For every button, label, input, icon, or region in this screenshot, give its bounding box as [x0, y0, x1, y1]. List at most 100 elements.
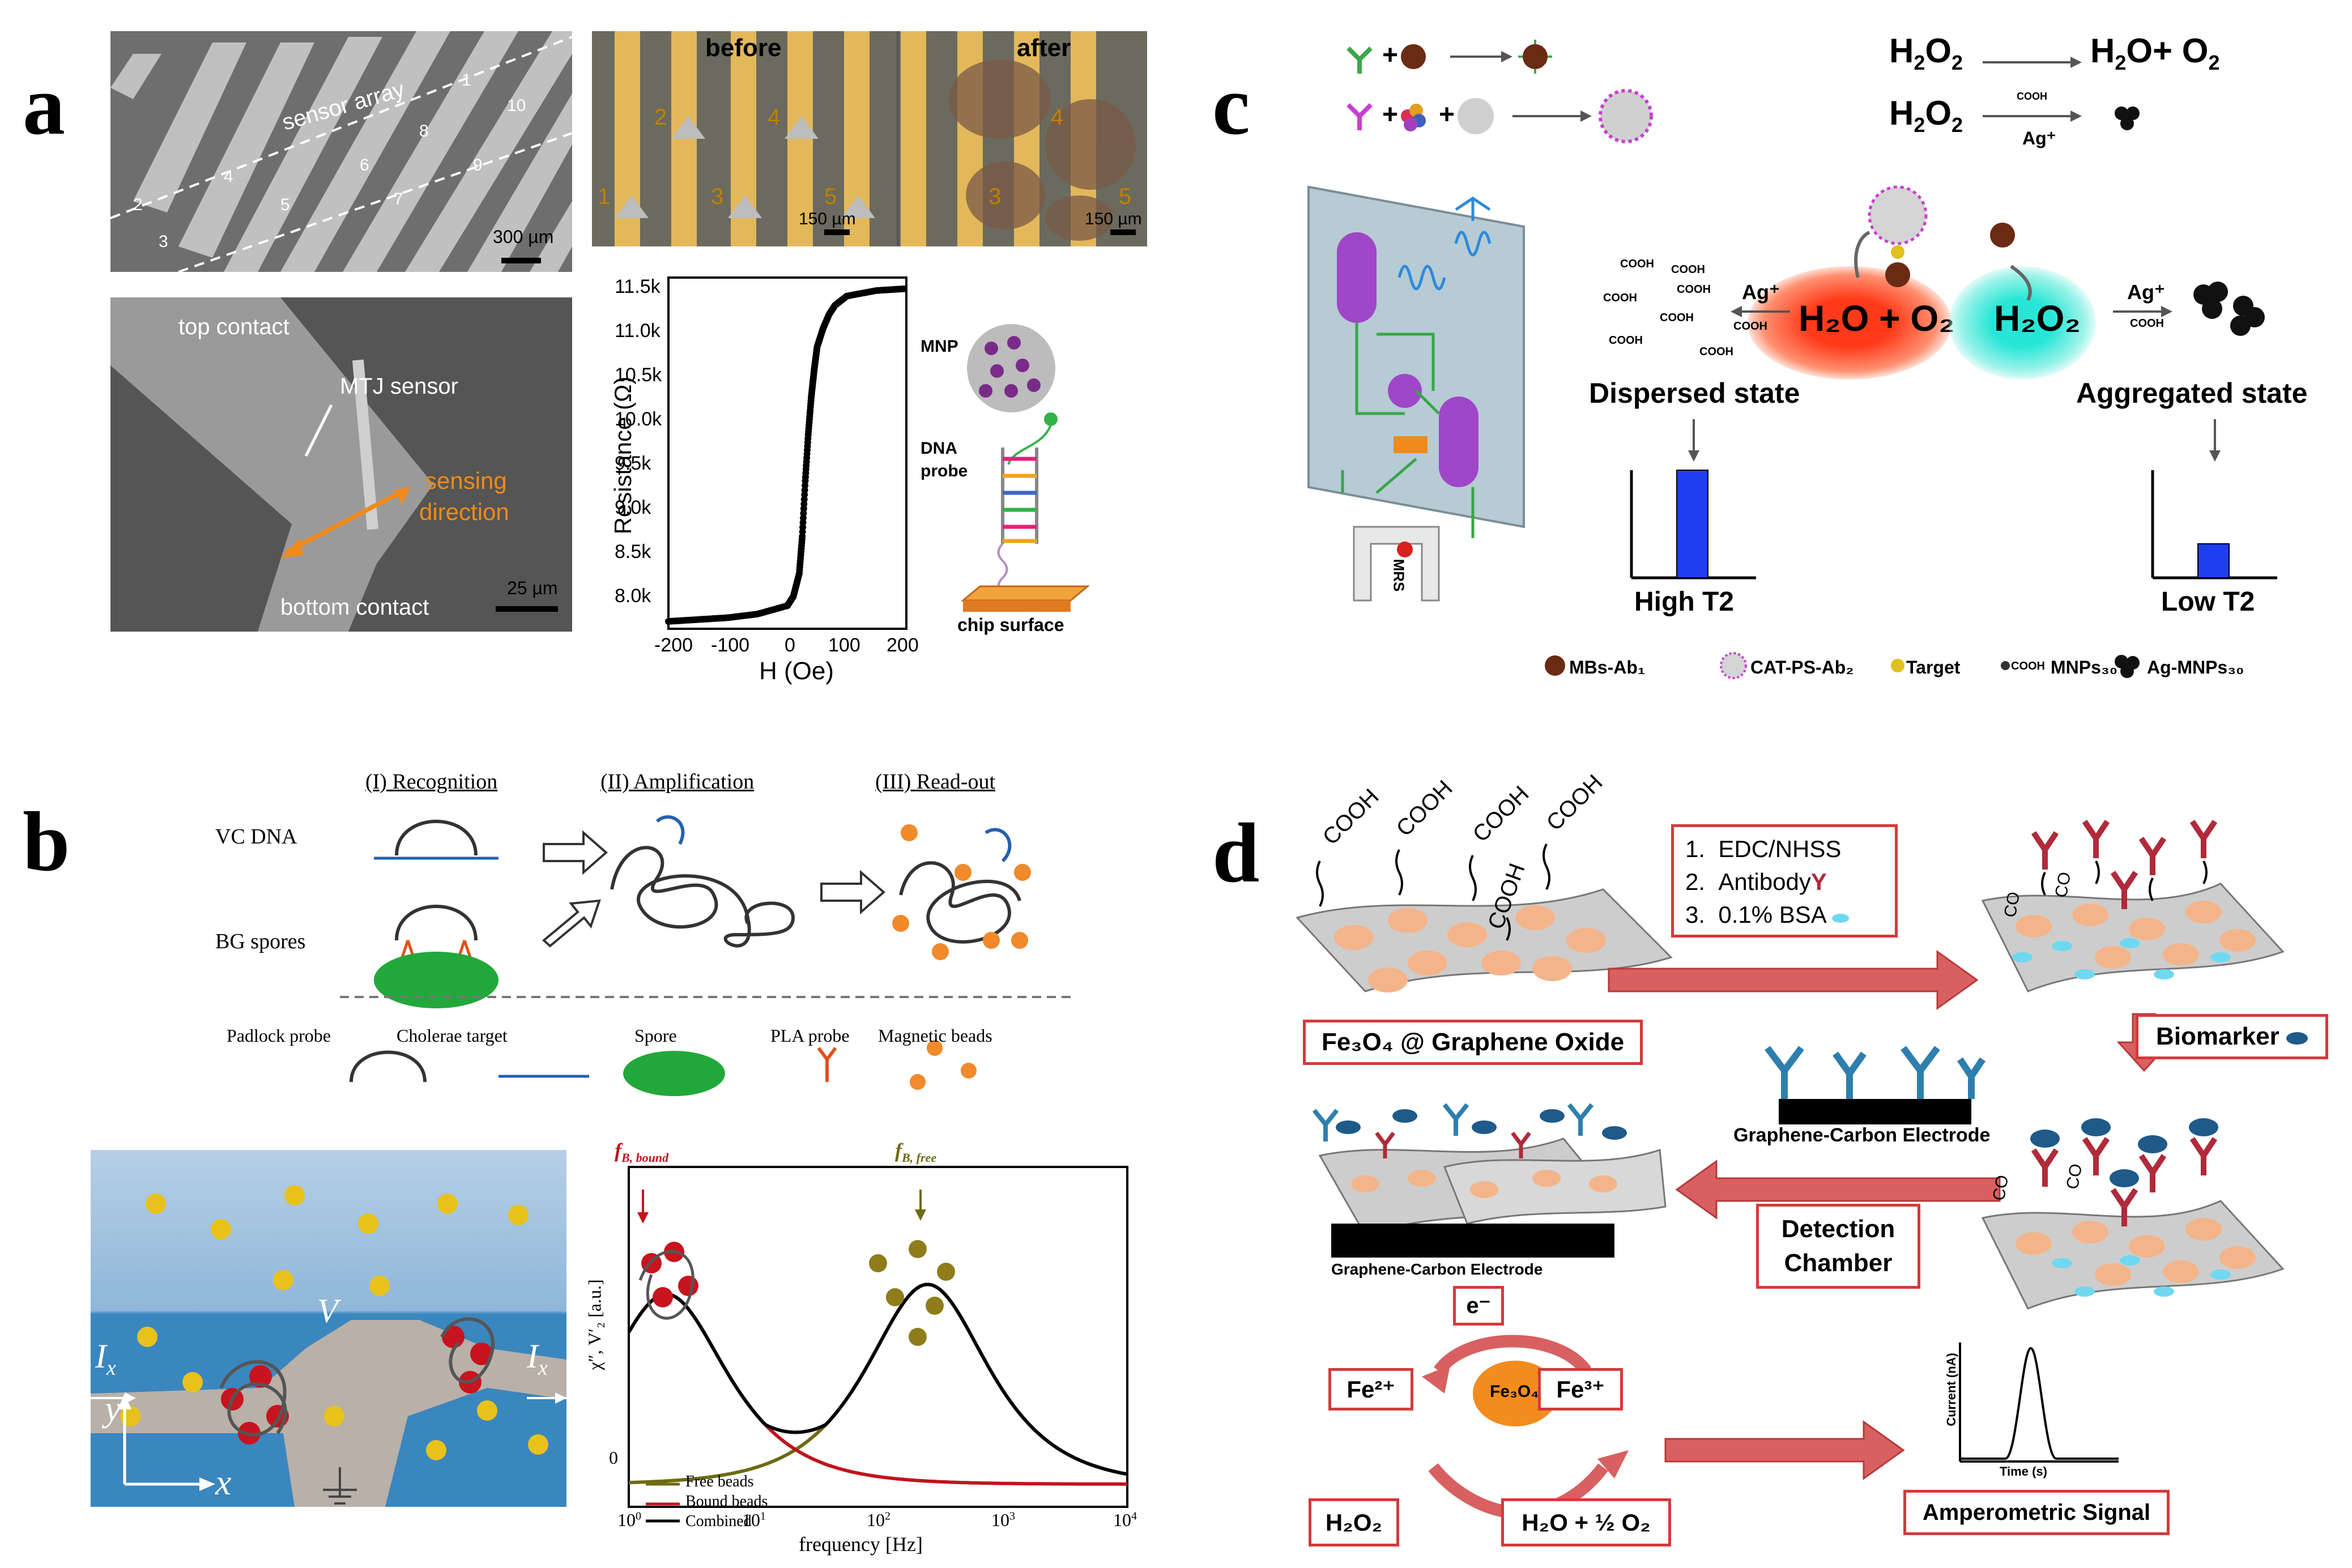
detection-assembly-svg [1312, 1103, 1667, 1258]
step-2: 2. AntibodyY [1685, 868, 1827, 895]
y-tick: 8.0k [615, 585, 651, 607]
y-tick: 11.5k [615, 276, 661, 297]
step-3: 3. 0.1% BSA [1685, 898, 1884, 931]
high-t2-bar [1676, 470, 1708, 578]
electrode-stripes-svg [615, 31, 1136, 246]
cooh-label: COOH [1733, 320, 1767, 333]
electrode-label-bottom: Graphene-Carbon Electrode [1331, 1260, 1543, 1278]
cooh-label: COOH [2017, 91, 2047, 102]
electrode-number: 1 [598, 184, 611, 209]
sem-sensor-array-image: sensor array 2 3 4 5 6 7 8 9 10 1 300 µm [110, 31, 572, 272]
x-tick: 103 [991, 1510, 1015, 1530]
equation-products: H2O+ O2 [2090, 32, 2220, 74]
low-t2-label: Low T2 [2161, 587, 2255, 617]
plus-sign: + [1439, 100, 1455, 130]
combined-curve [627, 1282, 1128, 1476]
fb-free-label: fB, free [895, 1139, 937, 1165]
top-contact-label: top contact [178, 314, 289, 339]
electrode-number: 3 [988, 184, 1002, 209]
legend-cholerae-target: Cholerae target [397, 1025, 508, 1046]
bottom-contact-label: bottom contact [280, 595, 429, 620]
cooh-label: COOH [2130, 317, 2164, 330]
mnp-label: MNP [921, 337, 958, 356]
legend-ag-mnps30: Ag-MNPs₃₀ [2147, 657, 2244, 678]
h2o-o2-box: H₂O + ½ O₂ [1501, 1498, 1671, 1546]
legend-target: Target [1906, 657, 1961, 678]
biomarker-label-box: Biomarker [2136, 1014, 2328, 1059]
x-axis-arrow-label: x [215, 1462, 232, 1502]
step-header-recognition: (I) Recognition [365, 770, 498, 794]
y-tick: 8.5k [615, 541, 651, 563]
x-tick: 0 [785, 634, 795, 656]
panel-label-a: a [23, 58, 65, 152]
t2-bar-charts [1630, 419, 2277, 580]
sem-number: 3 [159, 232, 168, 251]
equation-arrow [1983, 57, 2082, 68]
x-tick: 100 [617, 1510, 641, 1530]
sensor-stripes-svg [110, 31, 572, 272]
row-label-bg-spores: BG spores [215, 930, 306, 953]
scale-bar-label: 150 µm [1085, 210, 1142, 228]
fe3-box: Fe³⁺ [1538, 1368, 1623, 1411]
sem-mtj-sensor-image: top contact MTJ sensor sensing direction… [110, 297, 572, 632]
legend-spore: Spore [634, 1025, 677, 1046]
fe3o4-go-label-box: Fe₃O₄ @ Graphene Oxide [1303, 1020, 1643, 1065]
ag-label: Ag⁺ [2022, 128, 2056, 148]
arrow-right [2113, 306, 2172, 317]
y-tick: 10.5k [615, 364, 662, 386]
sem-number: 1 [462, 71, 471, 90]
scale-bar-label: 150 µm [799, 210, 856, 228]
electron-box: e⁻ [1453, 1286, 1504, 1326]
sem-number: 7 [394, 190, 403, 208]
electrode-label-top: Graphene-Carbon Electrode [1733, 1124, 1991, 1146]
fe3o4-core-label: Fe₃O₄ [1490, 1382, 1539, 1401]
cooh-label: COOH [1677, 283, 1711, 296]
biomarker-icon [2286, 1032, 2308, 1045]
legend-icons [1545, 652, 2140, 679]
x-axis-label: H (Oe) [759, 657, 834, 685]
legend-cat-ps-ab2: CAT-PS-Ab₂ [1750, 657, 1854, 678]
legend-free-beads: Free beads [685, 1473, 754, 1490]
row-label-vc-dna: VC DNA [215, 825, 297, 849]
x-axis-label: frequency [Hz] [799, 1533, 923, 1556]
electrode-number: 5 [824, 184, 837, 209]
legend-padlock-probe: Padlock probe [227, 1025, 331, 1046]
low-t2-bar [2197, 543, 2230, 578]
plus-sign: + [1382, 100, 1399, 130]
cooh-label: COOH [1603, 292, 1637, 304]
conjugation-scheme-svg [1347, 40, 1653, 143]
cooh-label: COOH [1699, 346, 1733, 358]
sensor-svg [91, 1185, 566, 1507]
sem-number: 4 [224, 167, 233, 186]
mnp-dna-schematic [960, 324, 1090, 612]
x-tick: 100 [828, 634, 860, 656]
legend-bound-beads: Bound beads [685, 1493, 768, 1510]
sem-number: 5 [280, 195, 290, 214]
frequency-curves [627, 1282, 1128, 1486]
electrode-number: 2 [654, 105, 667, 130]
before-label: before [705, 34, 782, 62]
cooh-label: COOH [1609, 334, 1643, 347]
bsa-icon [1832, 914, 1850, 923]
ag-label: Ag⁺ [1742, 280, 1780, 304]
cooh-label: COOH [1671, 263, 1705, 276]
sem-number: 6 [360, 156, 369, 174]
probe-label: probe [921, 462, 968, 480]
y-axis-arrow-label: y [105, 1388, 121, 1429]
panel-label-b: b [23, 795, 70, 889]
y-tick-zero: 0 [609, 1447, 618, 1468]
current-label-right: Ix [527, 1337, 548, 1380]
step-header-readout: (III) Read-out [875, 770, 996, 794]
fe2-box: Fe²⁺ [1328, 1368, 1413, 1411]
optical-before-after-image: before after 1 2 3 4 5 3 4 5 150 µm 150 … [592, 31, 1147, 246]
equation-ag: H2O2 [1889, 94, 1963, 137]
cooh-label: COOH [1660, 312, 1694, 324]
resistance-plot [665, 276, 907, 630]
current-peak [1960, 1347, 2119, 1460]
free-beads-curve [628, 1282, 1128, 1485]
y-axis-label: χ″, V′₂ [a.u.] [584, 1279, 605, 1370]
equation-arrow [1983, 110, 2082, 122]
ag-label: Ag⁺ [2127, 280, 2165, 304]
mrs-label: MRS [1390, 559, 1408, 592]
